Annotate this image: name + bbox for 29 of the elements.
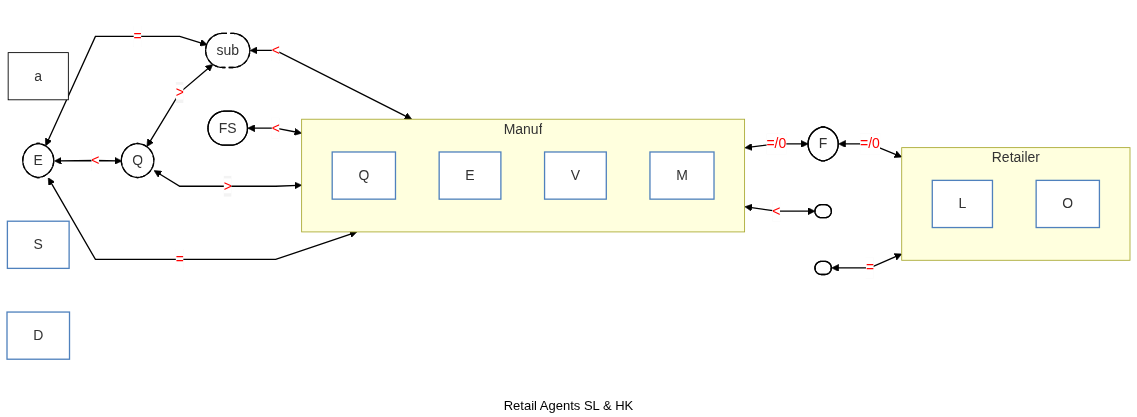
edge-label: < — [91, 152, 100, 168]
arrow — [838, 139, 903, 158]
edge-label: = — [175, 251, 184, 267]
arrow — [744, 203, 816, 215]
edge-label: > — [175, 84, 184, 100]
node-box: a — [7, 52, 69, 101]
node-box: S — [6, 220, 70, 269]
edge-label: = — [865, 259, 875, 275]
edge-label: = — [133, 28, 142, 44]
edge-label: < — [271, 120, 280, 136]
edge-label: =/0 — [766, 135, 787, 151]
edge-label: < — [772, 203, 781, 219]
caption-text: Retail Agents SL & HK — [503, 398, 634, 413]
node-box: M — [649, 151, 715, 200]
node-box: D — [6, 311, 71, 360]
arrow — [249, 46, 413, 120]
arrow — [247, 124, 302, 136]
arrow — [153, 170, 302, 190]
edge-label: < — [271, 42, 280, 58]
edge-label: > — [223, 178, 232, 194]
node-box: V — [543, 151, 607, 200]
arrow — [45, 35, 208, 147]
arrow — [146, 63, 214, 147]
node-box: O — [1035, 179, 1101, 229]
node-box: Q — [331, 151, 397, 200]
arrow — [831, 253, 903, 272]
node-box: L — [931, 179, 994, 229]
edge-label: =/0 — [860, 135, 880, 151]
node-box: E — [438, 151, 502, 200]
